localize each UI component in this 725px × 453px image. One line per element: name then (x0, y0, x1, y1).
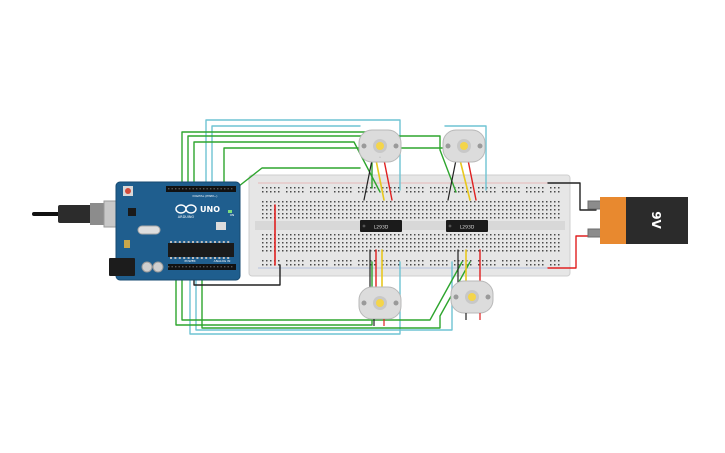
motor-driver-1[interactable]: L293D (360, 220, 402, 232)
brand-mark: ARDUINO (178, 215, 195, 219)
digital-header-label: DIGITAL (PWM~) (193, 194, 218, 198)
motor-top-left[interactable]: • (358, 129, 402, 163)
power-header-label: POWER (184, 259, 195, 263)
wire-black (363, 159, 373, 201)
wire-cyan (444, 125, 487, 191)
motor-tiny-label: • (379, 156, 381, 159)
arduino-logo-icon (175, 204, 197, 214)
wire-yellow (459, 159, 471, 201)
driver-label: L293D (460, 225, 475, 231)
motor-bottom-left[interactable] (358, 286, 402, 326)
wire-green (233, 167, 361, 191)
header-pins (168, 188, 233, 268)
wire-yellow (375, 159, 385, 201)
wire-green (187, 135, 457, 193)
wire-red (547, 235, 597, 269)
motor-bottom-right[interactable] (450, 280, 494, 320)
model-label: UNO (200, 205, 220, 214)
battery-9v[interactable]: 9V (587, 197, 688, 244)
motor-top-right[interactable] (442, 129, 486, 163)
wire-green (181, 261, 463, 321)
motor-driver-2[interactable]: L293D (446, 220, 488, 232)
wire-red (467, 159, 477, 201)
wire-green (193, 141, 381, 193)
on-led-label: ON (230, 213, 235, 217)
wire-red (383, 159, 393, 201)
analog-header-label: ANALOG IN (214, 259, 231, 263)
battery-voltage-label: 9V (649, 211, 663, 229)
arduino-uno[interactable]: DIGITAL (PWM~) POWER ANALOG IN ARDUINO U… (32, 181, 241, 281)
driver-label: L293D (374, 225, 389, 231)
wire-black (447, 159, 457, 201)
wire-green (201, 261, 471, 329)
wire-black (547, 182, 597, 211)
wire-cyan (211, 125, 361, 191)
breadboard[interactable] (248, 174, 571, 277)
atmega-pins (170, 241, 230, 259)
